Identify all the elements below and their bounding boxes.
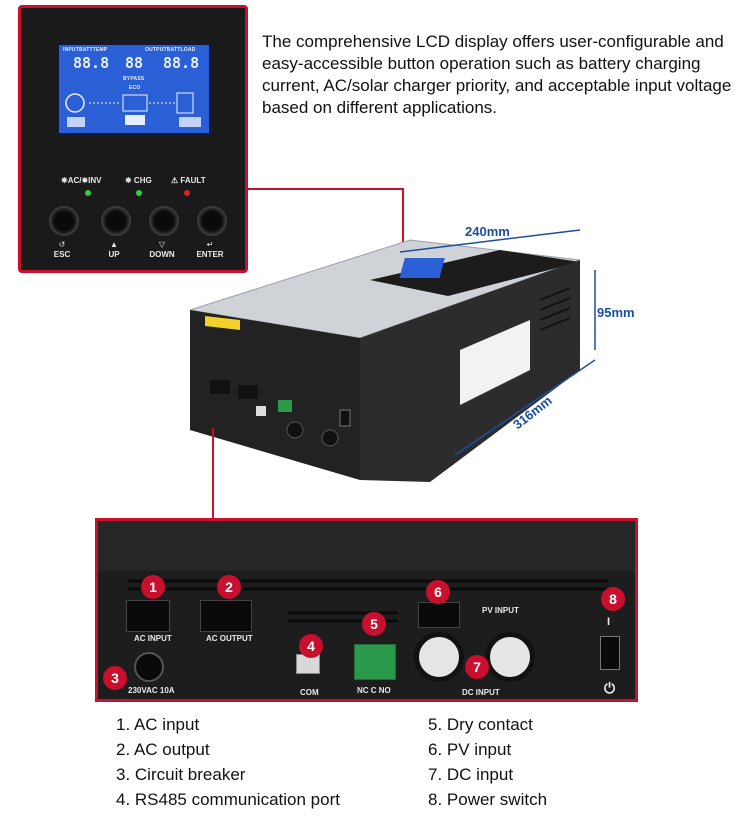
legend-item: 7. DC input — [428, 765, 514, 784]
headline-text: The comprehensive LCD display offers use… — [262, 32, 732, 117]
lcd-left-digits: 88.8 — [73, 54, 110, 72]
dry-contact-label: NC C NO — [357, 686, 391, 695]
ac-input-port[interactable] — [126, 600, 170, 632]
indicator-label-chg: ✵ CHG — [125, 176, 152, 185]
height-dimension: 95mm — [597, 305, 635, 320]
legend-item: 3. Circuit breaker — [116, 765, 246, 784]
power-switch[interactable] — [600, 636, 620, 670]
callout-line — [248, 188, 403, 190]
lcd-output-label: OUTPUTBATTLOAD — [145, 47, 196, 53]
enter-label: ENTER — [196, 250, 224, 259]
legend-item: 2. AC output — [116, 740, 210, 759]
up-label: UP — [108, 250, 120, 259]
indicator-label-ac-inv: ✵AC/✵INV — [61, 176, 102, 185]
inverter-unit-image — [189, 239, 581, 482]
ac-input-label: AC INPUT — [134, 634, 172, 643]
badge-com-port: 4 — [299, 634, 323, 658]
lcd-mid-digits: 88 — [125, 54, 144, 72]
esc-icon: ↺ — [58, 240, 66, 249]
power-icon: ⏻ — [604, 680, 616, 696]
enter-button[interactable] — [197, 206, 227, 236]
com-label: COM — [300, 688, 319, 697]
down-label: DOWN — [149, 250, 175, 259]
lcd-right-digits: 88.8 — [163, 54, 200, 72]
down-arrow-icon: ▽ — [158, 240, 166, 249]
dimension-arrows — [399, 229, 596, 456]
fault-led — [184, 190, 190, 196]
esc-label: ESC — [53, 250, 71, 259]
badge-dry-contact: 5 — [362, 612, 386, 636]
ac-inv-led — [85, 190, 91, 196]
down-button[interactable] — [149, 206, 179, 236]
lcd-eco-label: ECO — [129, 85, 141, 91]
legend-item: 1. AC input — [116, 715, 200, 734]
badge-pv-input: 6 — [426, 580, 450, 604]
legend-item: 5. Dry contact — [428, 715, 533, 734]
lcd-screen: INPUTBATTTEMP OUTPUTBATTLOAD 88.8 88 88.… — [57, 43, 211, 135]
dc-input-label: DC INPUT — [462, 688, 500, 697]
pv-input-label: PV INPUT — [482, 606, 519, 615]
esc-button[interactable] — [49, 206, 79, 236]
dc-input-port[interactable] — [485, 632, 535, 682]
dc-input-port[interactable] — [414, 632, 464, 682]
circuit-breaker[interactable] — [134, 652, 164, 682]
callout-line — [402, 188, 404, 260]
ac-output-label: AC OUTPUT — [206, 634, 253, 643]
breaker-rating-label: 230VAC 10A — [128, 686, 175, 695]
up-button[interactable] — [101, 206, 131, 236]
legend-item: 6. PV input — [428, 740, 512, 759]
legend-item: 4. RS485 communication port — [116, 790, 340, 809]
pv-input-port[interactable] — [418, 602, 460, 628]
badge-power-switch: 8 — [601, 587, 625, 611]
legend-item: 8. Power switch — [428, 790, 548, 809]
callout-line — [212, 428, 214, 520]
lcd-flow-diagram-icon — [65, 92, 201, 127]
ac-output-port[interactable] — [200, 600, 252, 632]
dry-contact-terminal[interactable] — [354, 644, 396, 680]
chg-led — [136, 190, 142, 196]
indicator-label-fault: ⚠ FAULT — [171, 176, 206, 185]
lcd-bypass-label: BYPASS — [123, 76, 145, 82]
lcd-input-label: INPUTBATTTEMP — [63, 47, 108, 53]
switch-on-mark: I — [607, 616, 611, 628]
up-arrow-icon: ▲ — [110, 240, 118, 249]
enter-icon: ↵ — [206, 240, 214, 249]
badge-ac-input: 1 — [141, 575, 165, 599]
badge-dc-input: 7 — [465, 655, 489, 679]
badge-circuit-breaker: 3 — [103, 666, 127, 690]
lcd-panel-closeup: INPUTBATTTEMP OUTPUTBATTLOAD 88.8 88 88.… — [18, 5, 248, 273]
width-dimension: 240mm — [465, 224, 510, 239]
badge-ac-output: 2 — [217, 575, 241, 599]
